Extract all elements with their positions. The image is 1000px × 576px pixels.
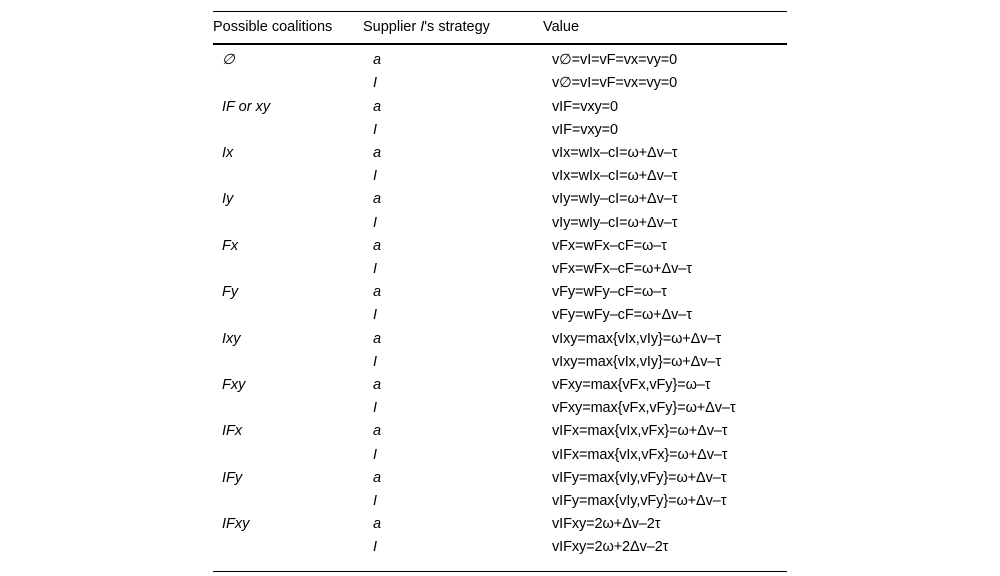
cell-value: vIFy=max{vIy,vFy}=ω+Δv–τ: [552, 469, 727, 486]
cell-value: v∅=vI=vF=vx=vy=0: [552, 52, 678, 69]
cell-strategy: a: [373, 191, 382, 208]
table-header: Possible coalitions Supplier I's strateg…: [213, 11, 787, 46]
table-row: Fx a vFx=wFx–cF=ω–τ: [213, 235, 787, 258]
cell-coalition: [213, 119, 363, 142]
cell-coalition: [213, 165, 363, 188]
table-row: ∅ a v∅=vI=vF=vx=vy=0: [213, 44, 787, 72]
cell-value: vFx=wFx–cF=ω+Δv–τ: [552, 260, 692, 277]
cell-strategy: I: [373, 260, 378, 277]
cell-coalition: [213, 72, 363, 95]
cell-strategy: I: [363, 536, 543, 572]
column-header-strategy-italic-i: I: [420, 19, 425, 35]
cell-value: vIF=vxy=0: [552, 98, 618, 115]
cell-strategy: a: [373, 516, 382, 533]
cell-strategy: I: [373, 307, 378, 324]
column-header-supplier-strategy: Supplier I's strategy: [363, 11, 543, 46]
cell-value: vIFx=max{vIx,vFx}=ω+Δv–τ: [552, 446, 728, 463]
table-container: Possible coalitions Supplier I's strateg…: [213, 11, 787, 572]
cell-coalition: [213, 304, 363, 327]
cell-strategy: I: [373, 353, 378, 370]
cell-value: vIF=vxy=0: [552, 121, 618, 138]
cell-strategy: I: [373, 214, 378, 231]
coalition-value-table: Possible coalitions Supplier I's strateg…: [213, 11, 787, 572]
table-row: Fxy a vFxy=max{vFx,vFy}=ω–τ: [213, 374, 787, 397]
cell-value: vIFx=max{vIx,vFx}=ω+Δv–τ: [552, 423, 728, 440]
cell-coalition: Fy: [222, 284, 239, 301]
cell-value: vFx=wFx–cF=ω–τ: [552, 237, 667, 254]
cell-strategy: I: [373, 168, 378, 185]
cell-coalition: [213, 490, 363, 513]
cell-value: vIx=wIx–cI=ω+Δv–τ: [552, 168, 678, 185]
table-row: IFx a vIFx=max{vIx,vFx}=ω+Δv–τ: [213, 420, 787, 443]
cell-coalition: [213, 397, 363, 420]
cell-strategy: a: [373, 469, 382, 486]
cell-coalition: Fx: [222, 237, 239, 254]
cell-value: vIx=wIx–cI=ω+Δv–τ: [552, 144, 678, 161]
cell-coalition: Iy: [222, 191, 234, 208]
table-row: IF or xy a vIF=vxy=0: [213, 96, 787, 119]
table-row: Ix a vIx=wIx–cI=ω+Δv–τ: [213, 142, 787, 165]
cell-strategy: I: [373, 121, 378, 138]
column-header-possible-coalitions: Possible coalitions: [213, 11, 363, 46]
cell-strategy: I: [373, 446, 378, 463]
cell-strategy: a: [373, 144, 382, 161]
column-header-strategy-suffix: 's strategy: [424, 19, 490, 35]
cell-strategy: a: [373, 284, 382, 301]
cell-value: vIy=wIy–cI=ω+Δv–τ: [552, 214, 678, 231]
cell-value: v∅=vI=vF=vx=vy=0: [552, 75, 678, 92]
cell-value: vIxy=max{vIx,vIy}=ω+Δv–τ: [552, 330, 721, 347]
cell-coalition: [213, 351, 363, 374]
cell-strategy: I: [373, 75, 378, 92]
cell-value: vIy=wIy–cI=ω+Δv–τ: [552, 191, 678, 208]
cell-coalition: [213, 536, 363, 572]
cell-strategy: I: [373, 400, 378, 417]
cell-strategy: a: [373, 237, 382, 254]
cell-strategy: a: [373, 98, 382, 115]
cell-coalition: [213, 258, 363, 281]
cell-value: vIFxy=2ω+2Δv–2τ: [543, 536, 787, 572]
cell-value: vFxy=max{vFx,vFy}=ω–τ: [552, 376, 711, 393]
cell-coalition: IFxy: [222, 516, 250, 533]
cell-value: vIxy=max{vIx,vIy}=ω+Δv–τ: [552, 353, 721, 370]
cell-value: vFxy=max{vFx,vFy}=ω+Δv–τ: [552, 400, 736, 417]
cell-coalition: [213, 444, 363, 467]
cell-coalition: IFx: [222, 423, 243, 440]
cell-value: vFy=wFy–cF=ω–τ: [552, 284, 667, 301]
cell-strategy: a: [373, 52, 382, 69]
cell-value: vIFxy=2ω+Δv–2τ: [552, 516, 661, 533]
table-header-row: Possible coalitions Supplier I's strateg…: [213, 11, 787, 46]
column-header-strategy-prefix: Supplier: [363, 19, 421, 35]
table-row: Ixy a vIxy=max{vIx,vIy}=ω+Δv–τ: [213, 328, 787, 351]
table-row: IFxy a vIFxy=2ω+Δv–2τ: [213, 513, 787, 536]
table-row: Iy a vIy=wIy–cI=ω+Δv–τ: [213, 188, 787, 211]
table-row: Fy a vFy=wFy–cF=ω–τ: [213, 281, 787, 304]
cell-strategy: a: [373, 376, 382, 393]
cell-coalition: Ixy: [222, 330, 241, 347]
cell-value: vFy=wFy–cF=ω+Δv–τ: [552, 307, 692, 324]
cell-value: vIFy=max{vIy,vFy}=ω+Δv–τ: [552, 492, 727, 509]
cell-coalition: IFy: [222, 469, 243, 486]
table-row: IFy a vIFy=max{vIy,vFy}=ω+Δv–τ: [213, 467, 787, 490]
cell-strategy: a: [373, 330, 382, 347]
cell-coalition: Fxy: [222, 376, 246, 393]
cell-strategy: a: [373, 423, 382, 440]
cell-strategy: I: [373, 492, 378, 509]
cell-coalition: ∅: [222, 52, 235, 69]
column-header-value: Value: [543, 11, 787, 46]
cell-coalition: [213, 212, 363, 235]
cell-coalition: Ix: [222, 144, 234, 161]
cell-coalition: IF or xy: [222, 98, 271, 115]
